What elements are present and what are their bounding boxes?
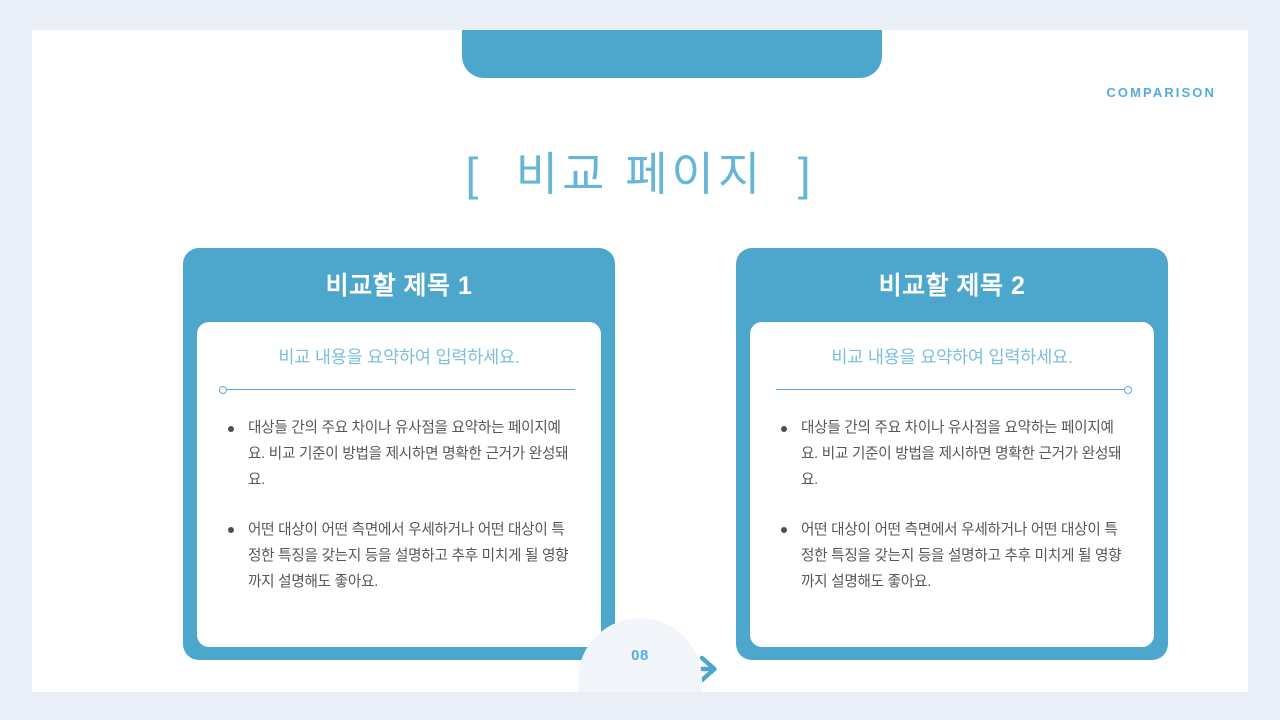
comparison-card-1[interactable]: 비교할 제목 1 비교 내용을 요약하여 입력하세요. 대상들 간의 주요 차이… [183, 248, 615, 660]
comparison-card-2-body: 비교 내용을 요약하여 입력하세요. 대상들 간의 주요 차이나 유사점을 요약… [750, 322, 1154, 647]
divider-dot-icon [219, 385, 227, 394]
list-item: 어떤 대상이 어떤 측면에서 우세하거나 어떤 대상이 특정한 특징을 갖는지 … [776, 518, 1128, 596]
divider-dot-icon [1124, 385, 1132, 394]
comparison-card-2-header: 비교할 제목 2 [878, 272, 1026, 300]
page-title: [ 비교 페이지 ] [465, 148, 815, 200]
slide-canvas: COMPARISON [ 비교 페이지 ] 비교할 제목 1 비교 내용을 요약… [32, 30, 1248, 692]
comparison-card-1-body: 비교 내용을 요약하여 입력하세요. 대상들 간의 주요 차이나 유사점을 요약… [197, 322, 601, 647]
comparison-card-2-divider [776, 385, 1132, 394]
comparison-card-1-summary: 비교 내용을 요약하여 입력하세요. [278, 347, 520, 367]
comparison-cards-container: 비교할 제목 1 비교 내용을 요약하여 입력하세요. 대상들 간의 주요 차이… [32, 248, 1248, 683]
comparison-card-2[interactable]: 비교할 제목 2 비교 내용을 요약하여 입력하세요. 대상들 간의 주요 차이… [736, 248, 1168, 660]
list-item: 대상들 간의 주요 차이나 유사점을 요약하는 페이지예요. 비교 기준이 방법… [776, 416, 1128, 494]
list-item: 대상들 간의 주요 차이나 유사점을 요약하는 페이지예요. 비교 기준이 방법… [223, 416, 575, 494]
comparison-card-2-bullet-list: 대상들 간의 주요 차이나 유사점을 요약하는 페이지예요. 비교 기준이 방법… [776, 416, 1128, 596]
comparison-card-1-bullet-list: 대상들 간의 주요 차이나 유사점을 요약하는 페이지예요. 비교 기준이 방법… [223, 416, 575, 596]
section-eyebrow-label: COMPARISON [1106, 85, 1216, 100]
comparison-card-1-header: 비교할 제목 1 [325, 272, 473, 300]
list-item: 어떤 대상이 어떤 측면에서 우세하거나 어떤 대상이 특정한 특징을 갖는지 … [223, 518, 575, 596]
comparison-card-1-divider [219, 385, 575, 394]
page-number: 08 [631, 647, 649, 664]
top-tab-decoration [462, 30, 882, 78]
comparison-card-2-summary: 비교 내용을 요약하여 입력하세요. [831, 347, 1073, 367]
